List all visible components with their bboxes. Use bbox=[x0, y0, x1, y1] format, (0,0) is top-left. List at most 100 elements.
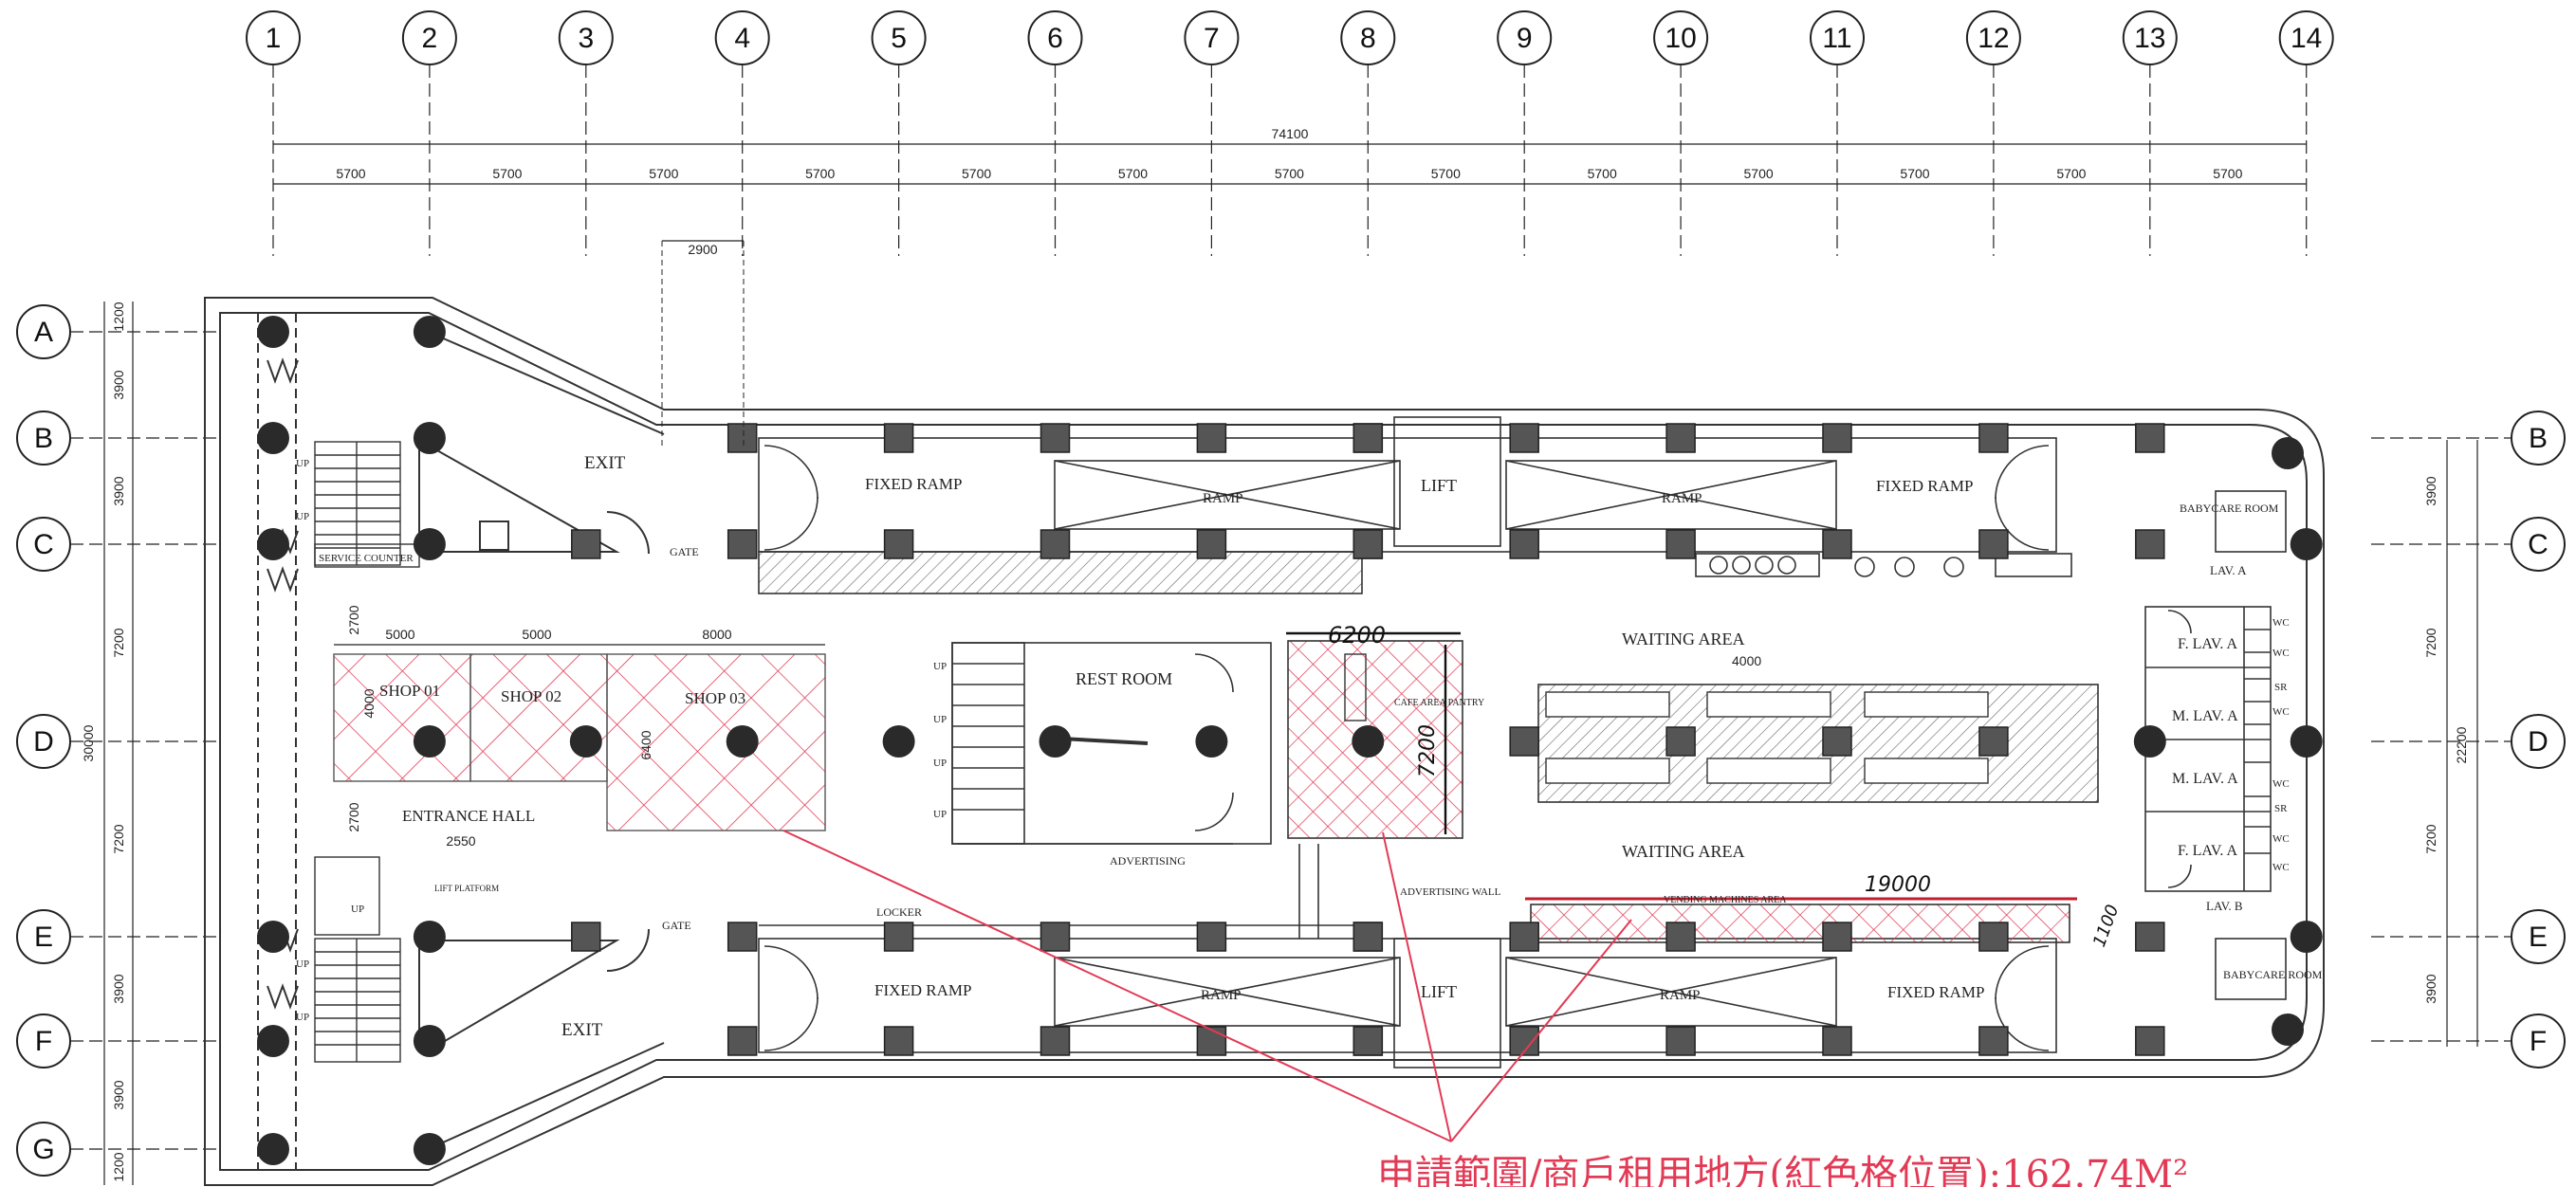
square-column bbox=[571, 922, 601, 952]
svg-text:10: 10 bbox=[1665, 23, 1696, 54]
square-column bbox=[1665, 922, 1696, 952]
label-sr-bottom: SR bbox=[2274, 803, 2288, 814]
label-exit-bottom: EXIT bbox=[561, 1020, 603, 1040]
square-column bbox=[883, 423, 914, 453]
label-babycare-top: BABYCARE ROOM bbox=[2180, 502, 2279, 515]
label-wc-5: WC bbox=[2272, 833, 2290, 845]
label-fixed-ramp-tr: FIXED RAMP bbox=[1876, 477, 1974, 495]
svg-text:12: 12 bbox=[1978, 23, 2009, 54]
square-column bbox=[1822, 726, 1852, 757]
room-labels: EXIT EXIT FIXED RAMP FIXED RAMP FIXED RA… bbox=[296, 453, 2323, 1040]
round-column bbox=[569, 725, 602, 758]
grid-row-bubble-C: C bbox=[16, 517, 71, 572]
bay-width-label: 5700 bbox=[1900, 166, 1929, 181]
square-column bbox=[1978, 423, 2009, 453]
label-shop-02: SHOP 02 bbox=[501, 687, 561, 705]
exit-walls bbox=[418, 436, 650, 1052]
label-cafe-pantry: CAFE AREA PANTRY bbox=[1394, 698, 1484, 708]
round-column bbox=[2272, 437, 2304, 469]
label-lav-a: LAV. A bbox=[2210, 563, 2247, 577]
svg-text:6: 6 bbox=[1047, 23, 1063, 54]
square-column bbox=[1196, 423, 1227, 453]
label-up-5: UP bbox=[351, 904, 364, 915]
handwritten-annotations: 6200 7200 19000 1100 申請範圍/商戶租用地方(紅色格位置):… bbox=[782, 622, 2188, 1187]
label-vending-area: VENDING MACHINES AREA bbox=[1664, 895, 1787, 905]
row-spacing-label-right: 3900 bbox=[2423, 974, 2438, 1003]
square-column bbox=[1665, 1026, 1696, 1056]
shop-areas bbox=[333, 653, 826, 831]
grid-column-bubble-2: 2 bbox=[401, 10, 457, 65]
label-fixed-ramp-bl: FIXED RAMP bbox=[874, 981, 972, 999]
bay-width-label: 5700 bbox=[336, 166, 365, 181]
svg-text:1: 1 bbox=[266, 23, 282, 54]
square-column bbox=[727, 423, 758, 453]
svg-text:14: 14 bbox=[2291, 23, 2322, 54]
round-column bbox=[726, 725, 759, 758]
grid-column-bubble-3: 3 bbox=[558, 10, 614, 65]
bay-width-label: 5700 bbox=[805, 166, 835, 181]
label-wc-2: WC bbox=[2272, 648, 2290, 659]
grid-row-bubble-right-B: B bbox=[2511, 411, 2566, 466]
square-column bbox=[1196, 1026, 1227, 1056]
svg-text:A: A bbox=[34, 317, 53, 348]
bay-width-label: 5700 bbox=[1588, 166, 1617, 181]
square-column bbox=[1978, 529, 2009, 559]
stair-top-left bbox=[314, 441, 420, 568]
label-m-lav-bottom: M. LAV. A bbox=[2172, 771, 2238, 787]
svg-text:11: 11 bbox=[1822, 23, 1851, 54]
square-column bbox=[1509, 726, 1539, 757]
square-column bbox=[1352, 529, 1384, 559]
square-column bbox=[1040, 529, 1071, 559]
svg-text:B: B bbox=[34, 423, 53, 454]
grid-row-bubble-A: A bbox=[16, 304, 71, 359]
grid-row-bubble-F: F bbox=[16, 1014, 71, 1068]
label-lav-b: LAV. B bbox=[2206, 899, 2243, 913]
c-to-shops-dim: 2700 bbox=[346, 605, 361, 634]
round-column bbox=[413, 528, 446, 560]
shop-02-area bbox=[469, 653, 608, 782]
square-column bbox=[1665, 726, 1696, 757]
label-fixed-ramp-tl: FIXED RAMP bbox=[865, 475, 963, 493]
round-column bbox=[257, 422, 289, 454]
gate-offset-dim: 2900 bbox=[688, 242, 717, 257]
lavatory-block bbox=[2144, 490, 2287, 1000]
shop-01-area bbox=[333, 653, 471, 782]
svg-text:D: D bbox=[33, 726, 54, 758]
square-column bbox=[1509, 529, 1539, 559]
grid-column-bubble-14: 14 bbox=[2278, 10, 2334, 65]
square-column bbox=[1040, 922, 1071, 952]
square-column bbox=[1978, 726, 2009, 757]
label-wc-4: WC bbox=[2272, 778, 2290, 790]
grid-column-bubble-7: 7 bbox=[1184, 10, 1240, 65]
label-ramp-bl: RAMP bbox=[1201, 988, 1242, 1003]
label-entrance-hall: ENTRANCE HALL bbox=[402, 807, 535, 825]
overall-width-dim: 74100 bbox=[1272, 126, 1309, 141]
bay-width-label: 5700 bbox=[1431, 166, 1461, 181]
square-column bbox=[2135, 922, 2165, 952]
ad-panels bbox=[1545, 691, 1989, 784]
bay-width-label: 5700 bbox=[649, 166, 678, 181]
square-column bbox=[1978, 1026, 2009, 1056]
label-gate-top: GATE bbox=[670, 545, 699, 558]
round-column bbox=[257, 316, 289, 348]
square-column bbox=[1509, 423, 1539, 453]
waiting-mark-dim: 4000 bbox=[1732, 653, 1761, 668]
square-column bbox=[2135, 1026, 2165, 1056]
label-sr-top: SR bbox=[2274, 682, 2288, 693]
round-column bbox=[2290, 921, 2323, 953]
round-column bbox=[2272, 1014, 2304, 1046]
grid-row-bubble-right-C: C bbox=[2511, 517, 2566, 572]
label-ramp-tl: RAMP bbox=[1203, 491, 1243, 506]
bay-width-label: 5700 bbox=[1118, 166, 1148, 181]
svg-text:C: C bbox=[2528, 529, 2548, 560]
square-column bbox=[1822, 922, 1852, 952]
row-spacing-label: 1200 bbox=[111, 1152, 126, 1181]
shop1-width-dim: 5000 bbox=[385, 627, 414, 642]
round-column bbox=[413, 1133, 446, 1165]
label-up-3: UP bbox=[296, 959, 309, 970]
right-depth-dims bbox=[2446, 440, 2478, 1047]
square-column bbox=[1040, 423, 1071, 453]
grid-column-bubble-9: 9 bbox=[1497, 10, 1553, 65]
